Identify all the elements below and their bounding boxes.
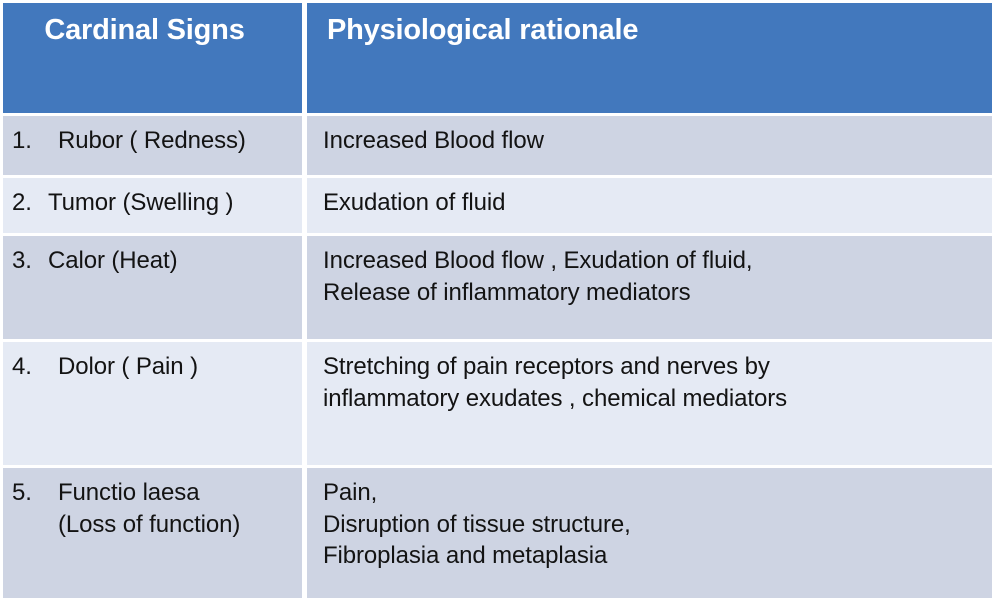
sign-label: Functio laesa (Loss of function) xyxy=(58,479,241,538)
table-row: 5. Functio laesa (Loss of function) Pain… xyxy=(3,468,992,598)
row-number: 1. xyxy=(12,127,32,154)
row-divider xyxy=(3,465,992,468)
cell-cardinal-sign: 2. Tumor (Swelling ) xyxy=(3,178,302,233)
column-divider xyxy=(302,236,307,339)
column-header-cardinal-signs: Cardinal Signs xyxy=(3,3,302,113)
column-divider xyxy=(302,468,307,598)
row-number: 4. xyxy=(12,353,32,380)
cell-cardinal-sign: 1. Rubor ( Redness) xyxy=(3,116,302,175)
row-divider xyxy=(3,233,992,236)
column-divider xyxy=(302,178,307,233)
sign-label: Dolor ( Pain ) xyxy=(58,353,198,380)
header-column-divider xyxy=(302,3,307,113)
cell-rationale: Increased Blood flow xyxy=(307,116,992,175)
table-row: 4. Dolor ( Pain ) Stretching of pain rec… xyxy=(3,342,992,465)
table-header-row: Cardinal Signs Physiological rationale xyxy=(3,3,992,113)
table-row: 3. Calor (Heat) Increased Blood flow , E… xyxy=(3,236,992,339)
cardinal-signs-table-container: Cardinal Signs Physiological rationale 1… xyxy=(3,3,992,598)
sign-label: Rubor ( Redness) xyxy=(58,127,246,154)
row-number: 2. xyxy=(12,189,32,216)
column-divider xyxy=(302,116,307,175)
cell-rationale: Pain, Disruption of tissue structure, Fi… xyxy=(307,468,992,598)
cell-rationale: Exudation of fluid xyxy=(307,178,992,233)
cell-cardinal-sign: 5. Functio laesa (Loss of function) xyxy=(3,468,302,598)
header-body-divider xyxy=(3,113,992,116)
cardinal-signs-table: Cardinal Signs Physiological rationale 1… xyxy=(3,3,992,598)
column-divider xyxy=(302,342,307,465)
cell-cardinal-sign: 4. Dolor ( Pain ) xyxy=(3,342,302,465)
row-divider xyxy=(3,339,992,342)
sign-label: Calor (Heat) xyxy=(48,247,178,274)
cell-rationale: Stretching of pain receptors and nerves … xyxy=(307,342,992,465)
column-header-physiological-rationale: Physiological rationale xyxy=(307,3,992,113)
table-row: 2. Tumor (Swelling ) Exudation of fluid xyxy=(3,178,992,233)
cell-cardinal-sign: 3. Calor (Heat) xyxy=(3,236,302,339)
row-number: 5. xyxy=(12,479,32,506)
sign-label: Tumor (Swelling ) xyxy=(48,189,234,216)
table-row: 1. Rubor ( Redness) Increased Blood flow xyxy=(3,116,992,175)
row-number: 3. xyxy=(12,247,32,274)
row-divider xyxy=(3,175,992,178)
cell-rationale: Increased Blood flow , Exudation of flui… xyxy=(307,236,992,339)
